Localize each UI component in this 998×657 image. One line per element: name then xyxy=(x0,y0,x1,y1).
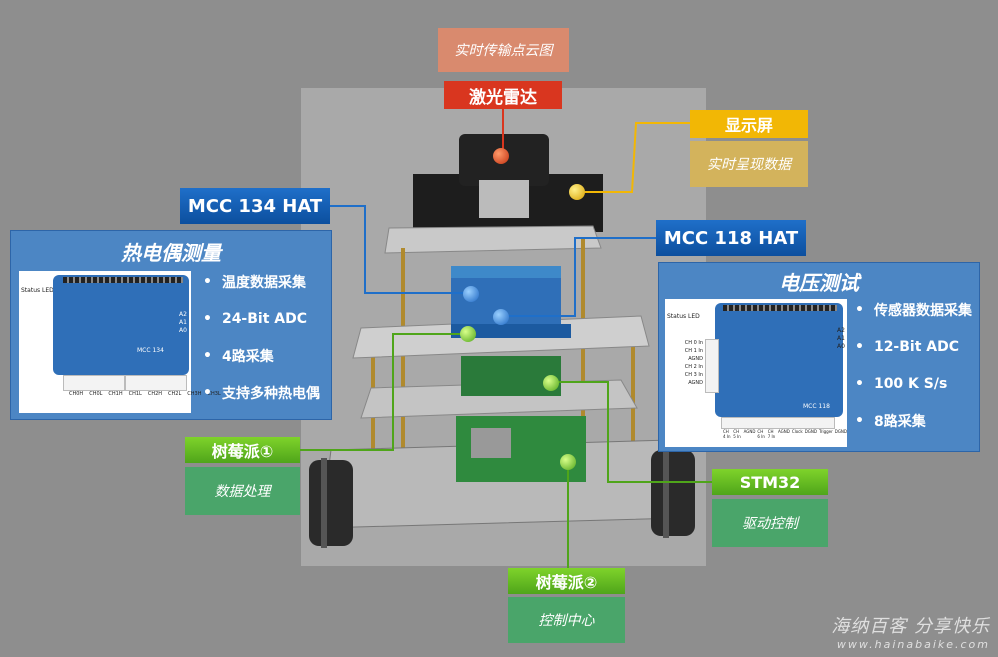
mcc134-addr-a1: A1 xyxy=(179,319,187,326)
mcc134-addr-a2: A2 xyxy=(179,311,187,318)
stm32-marker xyxy=(543,375,559,391)
mcc134-ch1h: CH1H xyxy=(108,391,123,397)
mcc118-left-channel-labels: CH 0 In CH 1 In AGND CH 2 In CH 3 In AGN… xyxy=(675,339,703,387)
mcc118-agnd: AGND xyxy=(688,380,703,386)
mcc118-feature: 100 K S/s xyxy=(855,365,972,402)
robot-photo xyxy=(301,88,706,566)
mcc134-feature: 4路采集 xyxy=(203,337,320,374)
rpi2-marker xyxy=(560,454,576,470)
mcc118-board-image: Status LED MCC 118 CH 0 In CH 1 In AGND … xyxy=(665,299,847,447)
watermark: 海纳百客 分享快乐 www.hainabaike.com xyxy=(831,612,990,651)
mcc118-ch3-in: CH 3 In xyxy=(684,372,703,378)
mcc118-ch0-in: CH 0 In xyxy=(684,340,703,346)
mcc134-board-image: Status LED MCC 134 A2 A1 A0 CH0H CH0L CH… xyxy=(19,271,221,413)
mcc118-panel-title: 电压测试 xyxy=(779,271,859,295)
mcc118-panel: 电压测试 Status LED MCC 118 CH 0 In CH 1 In … xyxy=(658,262,980,452)
mcc134-status-led-label: Status LED xyxy=(21,287,54,294)
rpi1-marker xyxy=(460,326,476,342)
stm32-label: STM32 xyxy=(712,469,828,495)
mcc118-ch6-in: CH 6 In xyxy=(757,429,765,439)
rpi2-sub: 控制中心 xyxy=(508,597,625,643)
mcc118-ch1-in: CH 1 In xyxy=(684,348,703,354)
watermark-url: www.hainabaike.com xyxy=(836,638,990,651)
mcc134-feature: 24-Bit ADC xyxy=(203,300,320,337)
mcc118-status-led-label: Status LED xyxy=(667,313,700,320)
mcc118-agnd: AGND xyxy=(688,356,703,362)
mcc134-ch0h: CH0H xyxy=(69,391,84,397)
lidar-sub: 实时传输点云图 xyxy=(438,28,569,72)
mcc118-feature: 8路采集 xyxy=(855,402,972,439)
mcc118-addr-a0: A0 xyxy=(837,343,845,350)
mcc118-addr-a2: A2 xyxy=(837,327,845,334)
mcc134-feature: 温度数据采集 xyxy=(203,263,320,300)
mcc134-ch3h: CH3H xyxy=(187,391,202,397)
mcc134-marker xyxy=(463,286,479,302)
mcc118-model-label: MCC 118 xyxy=(803,403,830,410)
mcc134-label: MCC 134 HAT xyxy=(180,188,330,224)
mcc118-addr-a1: A1 xyxy=(837,335,845,342)
mcc118-dgnd: DGND xyxy=(834,429,848,434)
lidar-marker xyxy=(493,148,509,164)
mcc118-label: MCC 118 HAT xyxy=(656,220,806,256)
mcc134-panel-title: 热电偶测量 xyxy=(121,241,221,265)
display-sub: 实时呈现数据 xyxy=(690,141,808,187)
robot-illustration xyxy=(309,134,695,548)
mcc118-bottom-channel-labels: CH 4 In CH 5 In AGND CH 6 In CH 7 In AGN… xyxy=(723,429,847,439)
mcc134-model-label: MCC 134 xyxy=(137,347,164,354)
mcc118-ch7-in: CH 7 In xyxy=(767,429,776,439)
mcc118-marker xyxy=(493,309,509,325)
rpi2-label: 树莓派② xyxy=(508,568,625,594)
mcc134-ch2l: CH2L xyxy=(168,391,182,397)
mcc118-feature: 传感器数据采集 xyxy=(855,291,972,328)
mcc118-dgnd: DGND xyxy=(804,429,817,434)
mcc118-ch4-in: CH 4 In xyxy=(723,429,731,439)
mcc118-clock: Clock xyxy=(791,429,803,434)
mcc118-ch5-in: CH 5 In xyxy=(733,429,741,439)
mcc134-addr-a0: A0 xyxy=(179,327,187,334)
mcc118-trigger: Trigger xyxy=(818,429,833,434)
watermark-text: 海纳百客 分享快乐 xyxy=(831,616,990,637)
mcc134-feature: 支持多种热电偶 xyxy=(203,374,320,411)
rpi1-sub: 数据处理 xyxy=(185,467,300,515)
mcc118-ch2-in: CH 2 In xyxy=(684,364,703,370)
mcc134-channel-labels: CH0H CH0L CH1H CH1L CH2H CH2L CH3H CH3L xyxy=(69,391,221,397)
mcc118-feature: 12-Bit ADC xyxy=(855,328,972,365)
mcc118-feature-list: 传感器数据采集 12-Bit ADC 100 K S/s 8路采集 xyxy=(855,291,972,439)
mcc134-feature-list: 温度数据采集 24-Bit ADC 4路采集 支持多种热电偶 xyxy=(203,263,320,411)
mcc134-ch0l: CH0L xyxy=(89,391,103,397)
stm32-sub: 驱动控制 xyxy=(712,499,828,547)
mcc134-ch2h: CH2H xyxy=(147,391,163,397)
mcc134-panel: 热电偶测量 Status LED MCC 134 A2 A1 A0 CH0H C… xyxy=(10,230,332,420)
lidar-label: 激光雷达 xyxy=(444,81,562,109)
rpi1-label: 树莓派① xyxy=(185,437,300,463)
mcc134-ch1l: CH1L xyxy=(128,391,142,397)
mcc118-agnd: AGND xyxy=(743,429,756,434)
display-marker xyxy=(569,184,585,200)
display-label: 显示屏 xyxy=(690,110,808,138)
mcc118-agnd: AGND xyxy=(777,429,790,434)
